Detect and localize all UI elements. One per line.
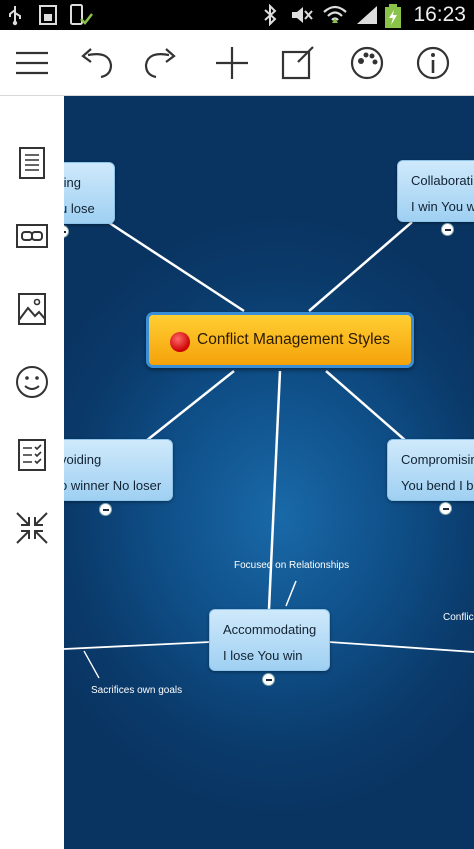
- status-bar: 16:23: [0, 0, 474, 30]
- node-competing[interactable]: ting u lose: [64, 162, 115, 224]
- menu-button[interactable]: [12, 43, 52, 83]
- undo-icon: [81, 48, 113, 79]
- connector-avoiding: [145, 370, 235, 442]
- label-conflict[interactable]: Conflic: [443, 612, 474, 623]
- connector-accommodating: [267, 370, 282, 610]
- collapse-all-button[interactable]: [12, 508, 52, 548]
- redo-icon: [144, 48, 176, 79]
- mute-icon: [292, 7, 313, 23]
- task-list-icon: [18, 439, 46, 471]
- collapse-avoiding-button[interactable]: [100, 504, 111, 515]
- usb-icon: [9, 6, 21, 26]
- info-button[interactable]: [413, 43, 453, 83]
- collapse-collaborating-button[interactable]: [442, 224, 453, 235]
- connector-conflict: [328, 641, 474, 653]
- signal-icon: [357, 6, 377, 24]
- phone-check-icon: [70, 4, 93, 25]
- battery-charging-icon: [385, 4, 401, 28]
- notes-icon: [19, 147, 45, 179]
- emoji-icon: [16, 366, 48, 398]
- central-topic[interactable]: Conflict Management Styles: [146, 312, 414, 368]
- wifi-icon: [323, 5, 347, 23]
- info-icon: [416, 46, 450, 80]
- undo-button[interactable]: [77, 43, 117, 83]
- collapse-competing-button[interactable]: [64, 226, 68, 237]
- task-list-button[interactable]: [12, 435, 52, 475]
- connector-lines: [64, 220, 474, 679]
- connector-sacrifices-label: [83, 650, 100, 679]
- notes-button[interactable]: [12, 143, 52, 183]
- add-node-button[interactable]: [212, 43, 252, 83]
- edit-icon: [281, 46, 314, 80]
- label-sacrifices[interactable]: Sacrifices own goals: [91, 685, 183, 696]
- connector-collaborating: [308, 221, 413, 312]
- connector-sacrifices: [64, 641, 211, 650]
- angry-face-icon: [170, 332, 190, 352]
- palette-icon: [350, 46, 384, 80]
- emoji-button[interactable]: [12, 362, 52, 402]
- menu-icon: [16, 51, 48, 75]
- toolbar: [0, 30, 474, 96]
- image-button[interactable]: [12, 289, 52, 329]
- connector-relationships: [285, 580, 297, 607]
- collapse-compromising-button[interactable]: [440, 503, 451, 514]
- add-icon: [216, 47, 248, 79]
- node-collaborating[interactable]: Collaborati I win You w: [397, 160, 474, 222]
- sidebar: [0, 96, 64, 849]
- collapse-arrows-icon: [16, 512, 48, 544]
- image-icon: [18, 293, 46, 325]
- mind-map-canvas[interactable]: ting u lose Collaborati I win You w Conf…: [64, 96, 474, 849]
- clock: 16:23: [413, 3, 466, 26]
- link-icon: [16, 224, 48, 248]
- node-avoiding[interactable]: voiding o winner No loser: [64, 439, 173, 501]
- sd-card-icon: [39, 5, 57, 25]
- central-topic-title: Conflict Management Styles: [197, 331, 390, 348]
- node-accommodating[interactable]: Accommodating I lose You win: [209, 609, 330, 671]
- label-relationships[interactable]: Focused on Relationships: [234, 560, 350, 571]
- node-compromising[interactable]: Compromisin You bend I be: [387, 439, 474, 501]
- collapse-accommodating-button[interactable]: [263, 674, 274, 685]
- link-button[interactable]: [12, 216, 52, 256]
- theme-button[interactable]: [347, 43, 387, 83]
- bluetooth-icon: [264, 4, 277, 26]
- edit-button[interactable]: [278, 43, 318, 83]
- redo-button[interactable]: [140, 43, 180, 83]
- connector-compromising: [325, 370, 407, 442]
- connector-competing: [107, 220, 245, 313]
